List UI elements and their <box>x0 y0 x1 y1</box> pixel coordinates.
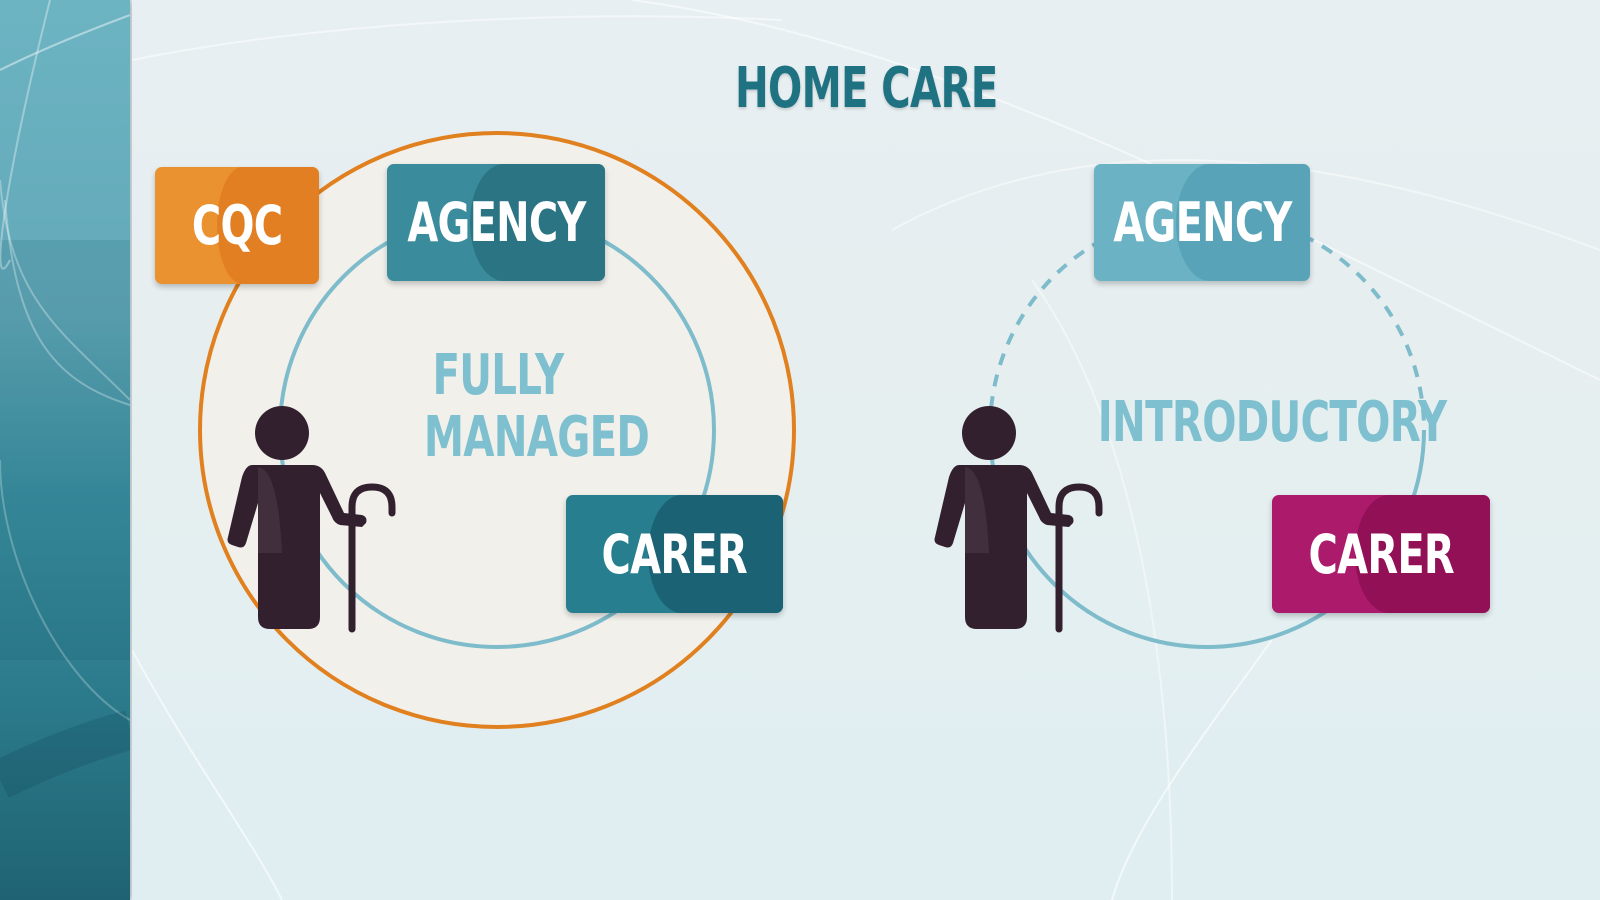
agency-label: AGENCY <box>1112 191 1292 254</box>
fully-label-line2: MANAGED <box>423 405 650 470</box>
carer-label: CARER <box>1308 522 1454 586</box>
fully-managed-label: FULLY MANAGED <box>380 343 650 469</box>
carer-box-fully-managed: CARER <box>566 495 783 613</box>
introductory-label: INTRODUCTORY <box>1030 392 1447 454</box>
introductory-label-text: INTRODUCTORY <box>1097 390 1447 455</box>
cqc-label: CQC <box>191 194 283 257</box>
sidebar-band <box>0 240 130 660</box>
sidebar-panel <box>0 0 130 900</box>
carer-label: CARER <box>601 522 748 586</box>
carer-box-introductory: CARER <box>1272 495 1490 613</box>
cqc-box: CQC <box>155 167 319 284</box>
agency-box-fully-managed: AGENCY <box>387 164 605 281</box>
page-title: HOME CARE <box>735 56 998 121</box>
elderly-person-with-cane-icon <box>934 406 1103 633</box>
elderly-person-with-cane-icon <box>227 406 396 633</box>
agency-label: AGENCY <box>406 191 586 254</box>
agency-box-introductory: AGENCY <box>1094 164 1310 281</box>
fully-label-line1: FULLY <box>432 343 564 408</box>
sidebar-arcs <box>0 0 130 798</box>
